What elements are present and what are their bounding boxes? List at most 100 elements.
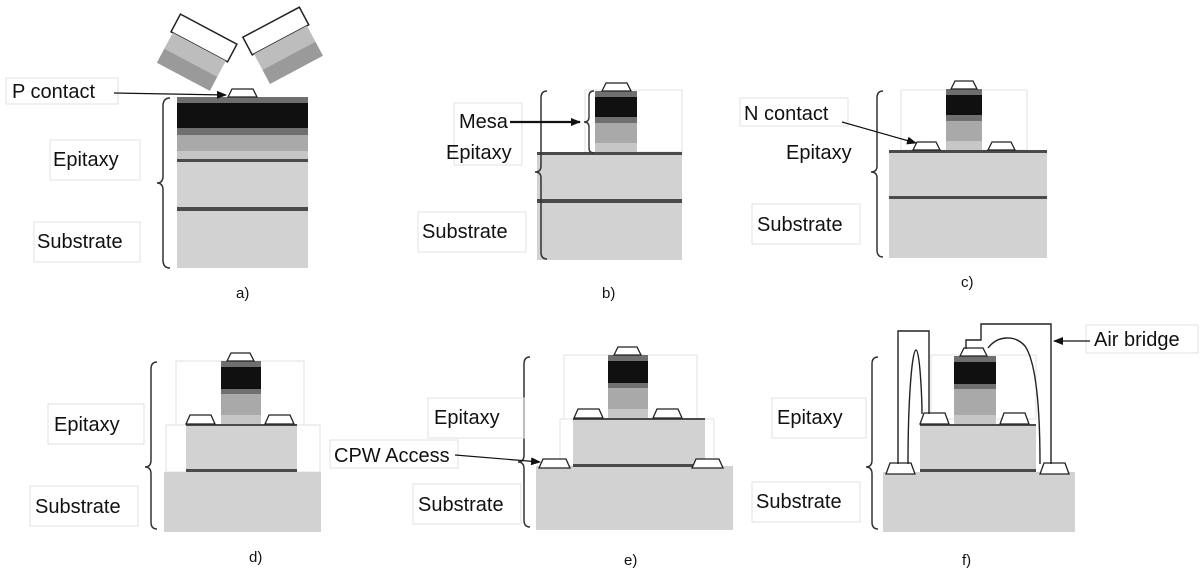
epi-mid-layer bbox=[177, 128, 308, 135]
substrate-interface-line bbox=[920, 469, 1036, 472]
cpw-pad-left bbox=[537, 458, 572, 469]
epi-buffer-layer bbox=[177, 151, 308, 159]
panel-a: P contact Epitaxy Substrate a) bbox=[5, 6, 323, 302]
label-box bbox=[33, 221, 141, 263]
label-box bbox=[453, 102, 523, 166]
epi-top-line bbox=[889, 150, 1047, 153]
mesa-stack bbox=[608, 355, 648, 418]
n-contact-pad-right bbox=[651, 408, 684, 419]
substrate-label: Substrate bbox=[35, 496, 121, 518]
bracket-mesa bbox=[583, 90, 595, 154]
n-contact-arrow bbox=[841, 121, 917, 145]
panel-caption-c: c) bbox=[961, 274, 974, 291]
cpw-pad-right bbox=[690, 458, 725, 469]
epi-top-line bbox=[186, 424, 297, 426]
substrate-layer bbox=[164, 472, 321, 532]
n-contact-pad-left bbox=[919, 412, 950, 425]
substrate-label: Substrate bbox=[418, 494, 504, 516]
p-contact-arrow bbox=[113, 90, 227, 99]
substrate-label: Substrate bbox=[422, 221, 508, 243]
label-box bbox=[751, 203, 861, 245]
label-box bbox=[427, 397, 525, 439]
bracket-e bbox=[517, 356, 531, 528]
substrate-interface-line bbox=[889, 196, 1047, 199]
substrate-interface-line bbox=[177, 207, 308, 211]
mesa-stack bbox=[595, 91, 637, 152]
n-contact-pad-left bbox=[184, 414, 217, 425]
substrate-label: Substrate bbox=[756, 491, 842, 513]
epitaxy-label: Epitaxy bbox=[53, 149, 119, 171]
n-contact-pad-right bbox=[999, 412, 1030, 425]
p-contact-pad bbox=[612, 346, 643, 356]
n-contact-pad-right bbox=[986, 141, 1017, 151]
epitaxy-label: Epitaxy bbox=[446, 142, 512, 164]
label-box bbox=[412, 483, 522, 525]
epitaxy-block bbox=[920, 424, 1036, 472]
evaporation-source-left bbox=[156, 13, 238, 91]
epi-top-line bbox=[537, 152, 682, 155]
air-bridge-left bbox=[897, 330, 930, 464]
substrate-label: Substrate bbox=[37, 231, 123, 253]
cpw-pad-left bbox=[885, 462, 916, 475]
evaporation-source-right bbox=[241, 6, 323, 84]
panel-caption-e: e) bbox=[624, 552, 637, 569]
cpw-access-label: CPW Access bbox=[334, 445, 450, 467]
bracket-f bbox=[865, 356, 879, 530]
p-contact-pad bbox=[226, 88, 259, 98]
label-box bbox=[29, 485, 139, 527]
air-bridge-right-inner bbox=[987, 337, 1041, 465]
panel-caption-f: f) bbox=[962, 552, 971, 569]
mesa-stack bbox=[221, 361, 261, 424]
air-bridge-left-inner bbox=[907, 349, 923, 465]
epitaxy-block bbox=[573, 418, 705, 466]
air-bridge-label: Air bridge bbox=[1094, 329, 1180, 351]
n-contact-pad-left bbox=[572, 408, 605, 419]
label-box bbox=[751, 481, 861, 523]
substrate-layer bbox=[883, 472, 1075, 532]
p-contact-pad bbox=[600, 82, 633, 92]
panel-e: CPW Access Epitaxy Substrate e) bbox=[329, 346, 733, 569]
cpw-access-arrow bbox=[454, 454, 541, 466]
mesa-stack bbox=[946, 89, 982, 150]
cpw-pad-right bbox=[1039, 462, 1070, 475]
label-box bbox=[329, 439, 459, 469]
label-box bbox=[417, 211, 527, 253]
mesa-stack bbox=[954, 356, 996, 424]
epitaxy-label: Epitaxy bbox=[54, 414, 120, 436]
label-box bbox=[47, 403, 145, 445]
bracket-d bbox=[144, 361, 158, 530]
epi-gray-layer bbox=[177, 97, 308, 103]
p-contact-pad bbox=[949, 80, 979, 90]
epi-light-layer bbox=[177, 135, 308, 151]
interface-line bbox=[177, 159, 308, 162]
substrate-layer bbox=[889, 150, 1047, 258]
label-box bbox=[5, 77, 119, 105]
panel-caption-d: d) bbox=[249, 549, 262, 566]
p-contact-pad bbox=[958, 347, 989, 357]
layer-stack-a bbox=[177, 97, 308, 268]
substrate-interface-line bbox=[537, 199, 682, 203]
substrate-interface-line bbox=[573, 464, 705, 467]
substrate-layer bbox=[536, 466, 733, 530]
panel-caption-b: b) bbox=[602, 285, 615, 302]
label-box bbox=[739, 97, 849, 127]
panel-f: Air bridge Epitaxy Substrate f) bbox=[751, 323, 1199, 569]
label-box bbox=[49, 139, 141, 181]
epi-top-line bbox=[920, 424, 1036, 426]
epitaxy-label: Epitaxy bbox=[786, 142, 852, 164]
substrate-label: Substrate bbox=[757, 214, 843, 236]
bracket-b bbox=[534, 90, 548, 260]
n-contact-label: N contact bbox=[744, 103, 829, 125]
epitaxy-label: Epitaxy bbox=[777, 407, 843, 429]
air-bridge-right bbox=[965, 323, 1052, 464]
panel-c: N contact Epitaxy Substrate c) bbox=[739, 80, 1047, 291]
epi-dark-layer bbox=[177, 103, 308, 128]
p-contact-label: P contact bbox=[12, 81, 95, 103]
n-contact-pad-left bbox=[911, 141, 942, 151]
bracket-a bbox=[156, 97, 171, 269]
bracket-c bbox=[870, 90, 884, 258]
epitaxy-label: Epitaxy bbox=[434, 407, 500, 429]
n-contact-pad-right bbox=[263, 414, 296, 425]
mesa-label: Mesa bbox=[459, 111, 509, 133]
panel-caption-a: a) bbox=[236, 285, 249, 302]
